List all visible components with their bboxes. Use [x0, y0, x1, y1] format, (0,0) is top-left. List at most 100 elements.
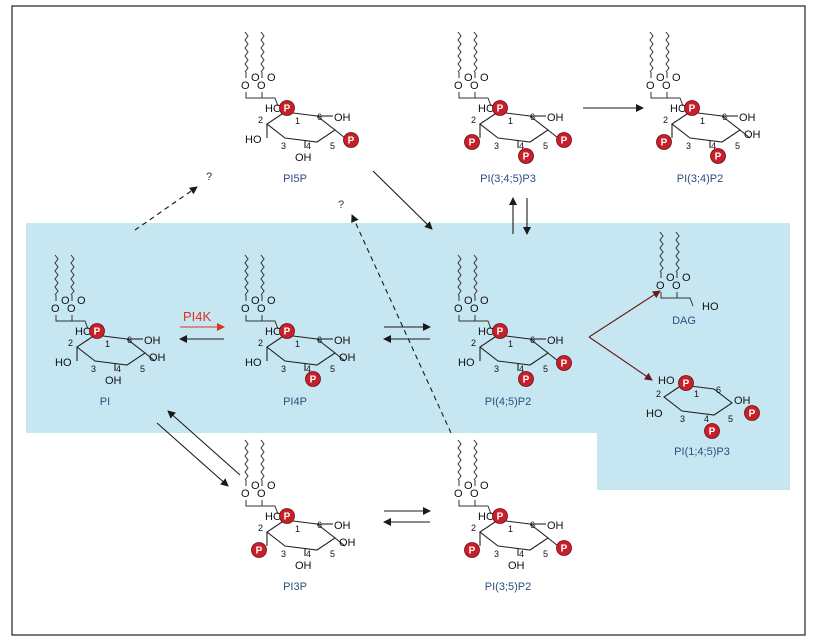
phosphate-letter: P	[561, 359, 568, 370]
ring-position-4: 4	[711, 141, 716, 151]
phosphate-letter: P	[469, 546, 476, 557]
hydroxyl-label: OH	[547, 112, 564, 124]
ring-position-6: 6	[722, 112, 727, 122]
arrow-pi45p2-to-ip3	[588, 336, 653, 381]
ring-position-1: 1	[694, 389, 699, 399]
phosphate-letter: P	[689, 104, 696, 115]
unknown-mark-pi35p2: ?	[338, 199, 344, 211]
ring-position-5: 5	[330, 364, 335, 374]
glycerol-backbone	[650, 92, 684, 107]
ring-position-4: 4	[704, 414, 709, 424]
ring-position-1: 1	[105, 339, 110, 349]
ring-position-6: 6	[530, 335, 535, 345]
phosphate-letter: P	[284, 327, 291, 338]
carbonyl-oxygen: O	[470, 488, 479, 500]
carbonyl-oxygen: O	[267, 295, 276, 307]
fatty-acid-chain-1	[457, 439, 462, 481]
phosphate-letter: P	[284, 512, 291, 523]
glycerol-backbone	[55, 315, 89, 330]
ring-position-5: 5	[543, 364, 548, 374]
phosphate-group-5: P	[556, 540, 572, 556]
fatty-acid-chain-2	[260, 439, 265, 481]
phosphate-group-4: P	[704, 423, 720, 439]
phosphate-group-4: P	[518, 371, 534, 387]
dag-hydroxyl: HO	[702, 301, 719, 313]
hydroxyl-label: OH	[334, 112, 351, 124]
fatty-acid-chain-2	[473, 31, 478, 73]
fatty-acid-chain-1	[54, 254, 59, 296]
carbonyl-oxygen: O	[51, 303, 60, 315]
carbonyl-oxygen: O	[241, 80, 250, 92]
fatty-acid-chain-2	[70, 254, 75, 296]
hydroxyl-label: HO	[75, 326, 92, 338]
hydroxyl-label: OH	[105, 375, 122, 387]
fatty-acid-chain-2	[260, 31, 265, 73]
carbonyl-oxygen: O	[251, 72, 260, 84]
unknown-mark-pi5p: ?	[206, 171, 212, 183]
phosphate-group-1: P	[678, 375, 694, 391]
hydroxyl-label: HO	[478, 511, 495, 523]
phosphate-letter: P	[497, 512, 504, 523]
ring-position-5: 5	[543, 549, 548, 559]
phosphate-letter: P	[284, 104, 291, 115]
phosphate-letter: P	[497, 327, 504, 338]
phosphate-letter: P	[661, 138, 668, 149]
ring-position-6: 6	[317, 112, 322, 122]
ring-position-2: 2	[258, 523, 263, 533]
phosphate-letter: P	[709, 427, 716, 438]
carbonyl-oxygen: O	[682, 272, 691, 284]
hydroxyl-label: HO	[245, 134, 262, 146]
phosphate-group-1: P	[279, 508, 295, 524]
fatty-acid-chain-1	[244, 439, 249, 481]
carbonyl-oxygen: O	[267, 72, 276, 84]
ring-position-4: 4	[519, 141, 524, 151]
carbonyl-oxygen: O	[267, 480, 276, 492]
phosphate-group-5: P	[744, 405, 760, 421]
ring-position-3: 3	[680, 414, 685, 424]
phosphate-group-4: P	[518, 148, 534, 164]
glycerol-backbone	[458, 500, 492, 515]
ring-position-3: 3	[686, 141, 691, 151]
phosphate-letter: P	[497, 104, 504, 115]
hydroxyl-label: OH	[547, 520, 564, 532]
fatty-acid-chain-1	[244, 31, 249, 73]
bond	[334, 129, 346, 139]
ring-position-1: 1	[700, 116, 705, 126]
carbonyl-oxygen: O	[672, 280, 681, 292]
phosphate-group-1: P	[279, 323, 295, 339]
ring-position-3: 3	[494, 364, 499, 374]
hydroxyl-label: OH	[744, 129, 761, 141]
glycerol-backbone	[245, 92, 279, 107]
fatty-acid-chain-2	[665, 31, 670, 73]
bond	[144, 352, 156, 362]
hydroxyl-label: HO	[670, 103, 687, 115]
molecule-label-pi3p: PI3P	[283, 581, 307, 593]
arrow-pi5p-to-pi45p2	[372, 170, 433, 230]
phosphate-group-1: P	[492, 100, 508, 116]
carbonyl-oxygen: O	[257, 80, 266, 92]
phosphate-group-3: P	[251, 542, 267, 558]
hydroxyl-label: OH	[734, 395, 751, 407]
ring-position-1: 1	[295, 524, 300, 534]
hydroxyl-label: HO	[478, 326, 495, 338]
carbonyl-oxygen: O	[67, 303, 76, 315]
molecule-label-pi34p2: PI(3;4)P2	[677, 173, 723, 185]
fatty-acid-chain-2	[473, 439, 478, 481]
hydroxyl-label: HO	[265, 326, 282, 338]
molecule-label-ip3: PI(1;4;5)P3	[674, 446, 730, 458]
ring-position-6: 6	[530, 112, 535, 122]
phosphate-group-3: P	[464, 542, 480, 558]
arrow-pi-to-pi3p	[156, 422, 229, 487]
glycerol-backbone	[245, 500, 279, 515]
hydroxyl-label: HO	[478, 103, 495, 115]
carbonyl-oxygen: O	[241, 488, 250, 500]
phosphate-letter: P	[749, 409, 756, 420]
ring-position-6: 6	[530, 520, 535, 530]
fatty-acid-chain-2	[473, 254, 478, 296]
carbonyl-oxygen: O	[257, 303, 266, 315]
phosphate-group-1: P	[684, 100, 700, 116]
ring-position-5: 5	[543, 141, 548, 151]
